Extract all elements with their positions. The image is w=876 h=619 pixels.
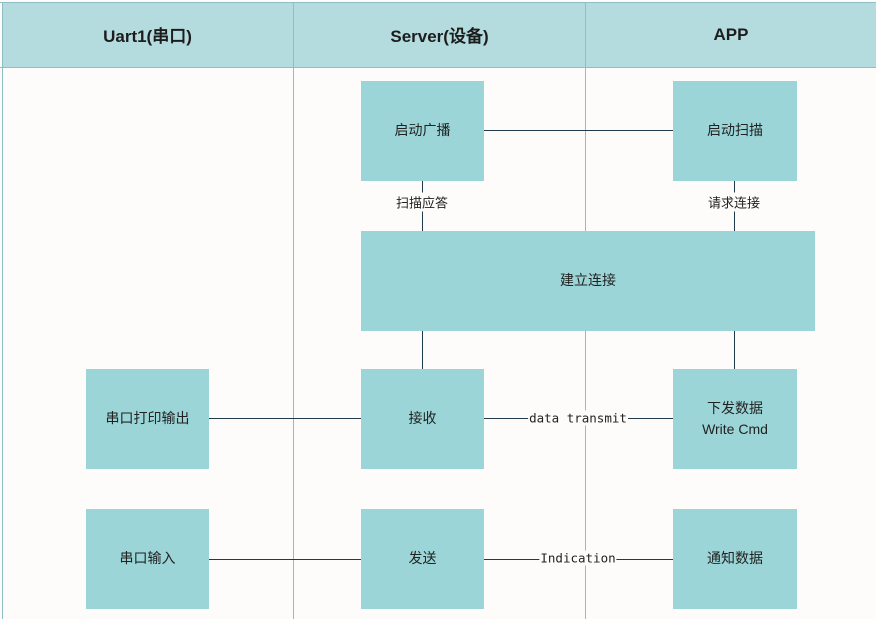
node-receive-label: 接收 xyxy=(408,411,437,427)
node-receive: 接收 xyxy=(361,369,484,469)
node-start-scan-label: 启动扫描 xyxy=(707,123,763,139)
node-start-scan: 启动扫描 xyxy=(673,81,797,181)
header-top-border xyxy=(0,2,876,3)
edge-label-request-connection: 请求连接 xyxy=(706,192,762,212)
edge-label-data-transmit: data transmit xyxy=(528,410,628,426)
node-establish-connection-label: 建立连接 xyxy=(560,273,616,289)
lane-header-server: Server(设备) xyxy=(294,2,585,67)
header-bottom-border xyxy=(0,67,876,68)
node-serial-print-output-label: 串口打印输出 xyxy=(105,411,190,427)
node-send-label: 发送 xyxy=(408,551,437,567)
node-send: 发送 xyxy=(361,509,484,609)
node-write-cmd-label: Write Cmd xyxy=(702,421,768,437)
lane-divider-uart-server xyxy=(293,2,294,619)
node-start-advertising: 启动广播 xyxy=(361,81,484,181)
lane-header-app: APP xyxy=(586,2,876,67)
lane-header-uart: Uart1(串口) xyxy=(2,2,293,67)
node-notify-data-label: 通知数据 xyxy=(707,551,763,567)
edge-label-scan-response: 扫描应答 xyxy=(394,192,450,212)
node-start-advertising-label: 启动广播 xyxy=(394,123,451,139)
node-notify-data: 通知数据 xyxy=(673,509,797,609)
node-establish-connection: 建立连接 xyxy=(361,231,815,331)
node-send-data-label: 下发数据 xyxy=(707,401,763,417)
node-serial-print-output: 串口打印输出 xyxy=(86,369,209,469)
edge-label-indication: Indication xyxy=(539,550,617,566)
node-serial-input-label: 串口输入 xyxy=(119,551,176,567)
node-serial-input: 串口输入 xyxy=(86,509,209,609)
lane-divider-left xyxy=(2,2,3,619)
node-send-data: 下发数据 Write Cmd xyxy=(673,369,797,469)
